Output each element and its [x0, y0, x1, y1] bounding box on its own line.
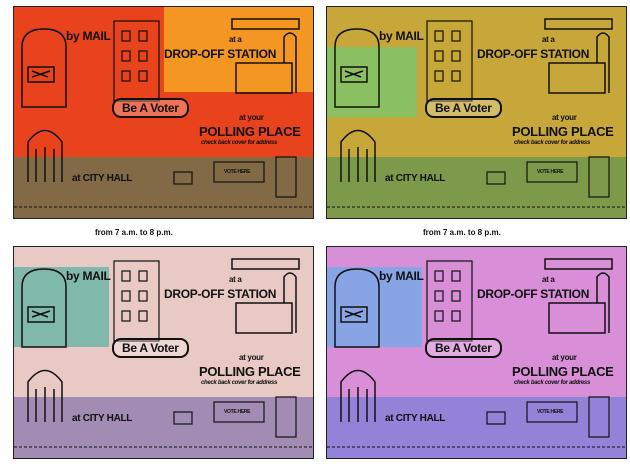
polling-building-icon — [486, 156, 610, 198]
city-hall-label: at CITY HALL — [385, 173, 446, 184]
check-back-label: check back cover for address — [514, 380, 590, 386]
drop-off-station-label: DROP-OFF STATION — [477, 47, 590, 61]
be-a-voter-banner: Be A Voter — [112, 338, 189, 358]
city-hall-label: at CITY HALL — [385, 413, 446, 424]
polling-place-label: POLLING PLACE — [512, 364, 614, 379]
polling-building-icon — [486, 396, 610, 438]
hours-fragment-right: from 7 a.m. to 8 p.m. — [423, 228, 501, 237]
poster-illustration — [14, 7, 313, 218]
at-a-label: at a — [229, 35, 242, 44]
vote-here-sign: VOTE HERE — [537, 169, 564, 175]
at-a-label: at a — [542, 35, 555, 44]
check-back-label: check back cover for address — [201, 140, 277, 146]
vote-here-sign: VOTE HERE — [224, 409, 251, 415]
city-hall-door-icon — [340, 369, 376, 422]
mailbox-icon — [21, 268, 67, 348]
building-windows-icon — [426, 260, 473, 342]
city-hall-label: at CITY HALL — [72, 173, 133, 184]
poster-panel-bottom-left: by MAIL at a DROP-OFF STATION Be A Voter… — [13, 246, 314, 459]
city-hall-door-icon — [27, 129, 63, 182]
ground-band — [327, 397, 626, 458]
polling-building-icon — [173, 396, 297, 438]
poster-illustration — [327, 247, 626, 458]
ground-band — [14, 157, 313, 218]
be-a-voter-banner: Be A Voter — [425, 338, 502, 358]
poster-panel-top-right: by MAIL at a DROP-OFF STATION Be A Voter… — [326, 6, 627, 219]
by-mail-label: by MAIL — [379, 269, 424, 283]
at-your-label: at your — [552, 353, 577, 362]
be-a-voter-banner: Be A Voter — [112, 98, 189, 118]
drop-off-station-label: DROP-OFF STATION — [164, 47, 277, 61]
at-your-label: at your — [239, 113, 264, 122]
at-your-label: at your — [239, 353, 264, 362]
city-hall-door-icon — [27, 369, 63, 422]
hours-fragment-left: from 7 a.m. to 8 p.m. — [95, 228, 173, 237]
be-a-voter-banner: Be A Voter — [425, 98, 502, 118]
vote-here-sign: VOTE HERE — [224, 169, 251, 175]
drop-off-station-label: DROP-OFF STATION — [477, 287, 590, 301]
at-a-label: at a — [542, 275, 555, 284]
polling-place-label: POLLING PLACE — [199, 364, 301, 379]
drop-box-icon — [544, 18, 613, 94]
drop-box-icon — [231, 258, 300, 334]
by-mail-label: by MAIL — [66, 29, 111, 43]
ground-band — [327, 157, 626, 218]
building-windows-icon — [113, 260, 160, 342]
by-mail-label: by MAIL — [379, 29, 424, 43]
building-windows-icon — [426, 20, 473, 102]
polling-place-label: POLLING PLACE — [512, 124, 614, 139]
city-hall-label: at CITY HALL — [72, 413, 133, 424]
vote-here-sign: VOTE HERE — [537, 409, 564, 415]
mailbox-icon — [21, 28, 67, 108]
drop-off-station-label: DROP-OFF STATION — [164, 287, 277, 301]
at-a-label: at a — [229, 275, 242, 284]
city-hall-door-icon — [340, 129, 376, 182]
at-your-label: at your — [552, 113, 577, 122]
ground-band — [14, 397, 313, 458]
station-area — [164, 7, 313, 92]
polling-building-icon — [173, 156, 297, 198]
check-back-label: check back cover for address — [201, 380, 277, 386]
polling-place-label: POLLING PLACE — [199, 124, 301, 139]
poster-illustration — [327, 7, 626, 218]
check-back-label: check back cover for address — [514, 140, 590, 146]
building-windows-icon — [113, 20, 160, 102]
poster-illustration — [14, 247, 313, 458]
mailbox-icon — [334, 268, 380, 348]
mailbox-icon — [334, 28, 380, 108]
by-mail-label: by MAIL — [66, 269, 111, 283]
poster-panel-top-left: by MAIL at a DROP-OFF STATION Be A Voter… — [13, 6, 314, 219]
drop-box-icon — [231, 18, 300, 94]
poster-panel-bottom-right: by MAIL at a DROP-OFF STATION Be A Voter… — [326, 246, 627, 459]
drop-box-icon — [544, 258, 613, 334]
